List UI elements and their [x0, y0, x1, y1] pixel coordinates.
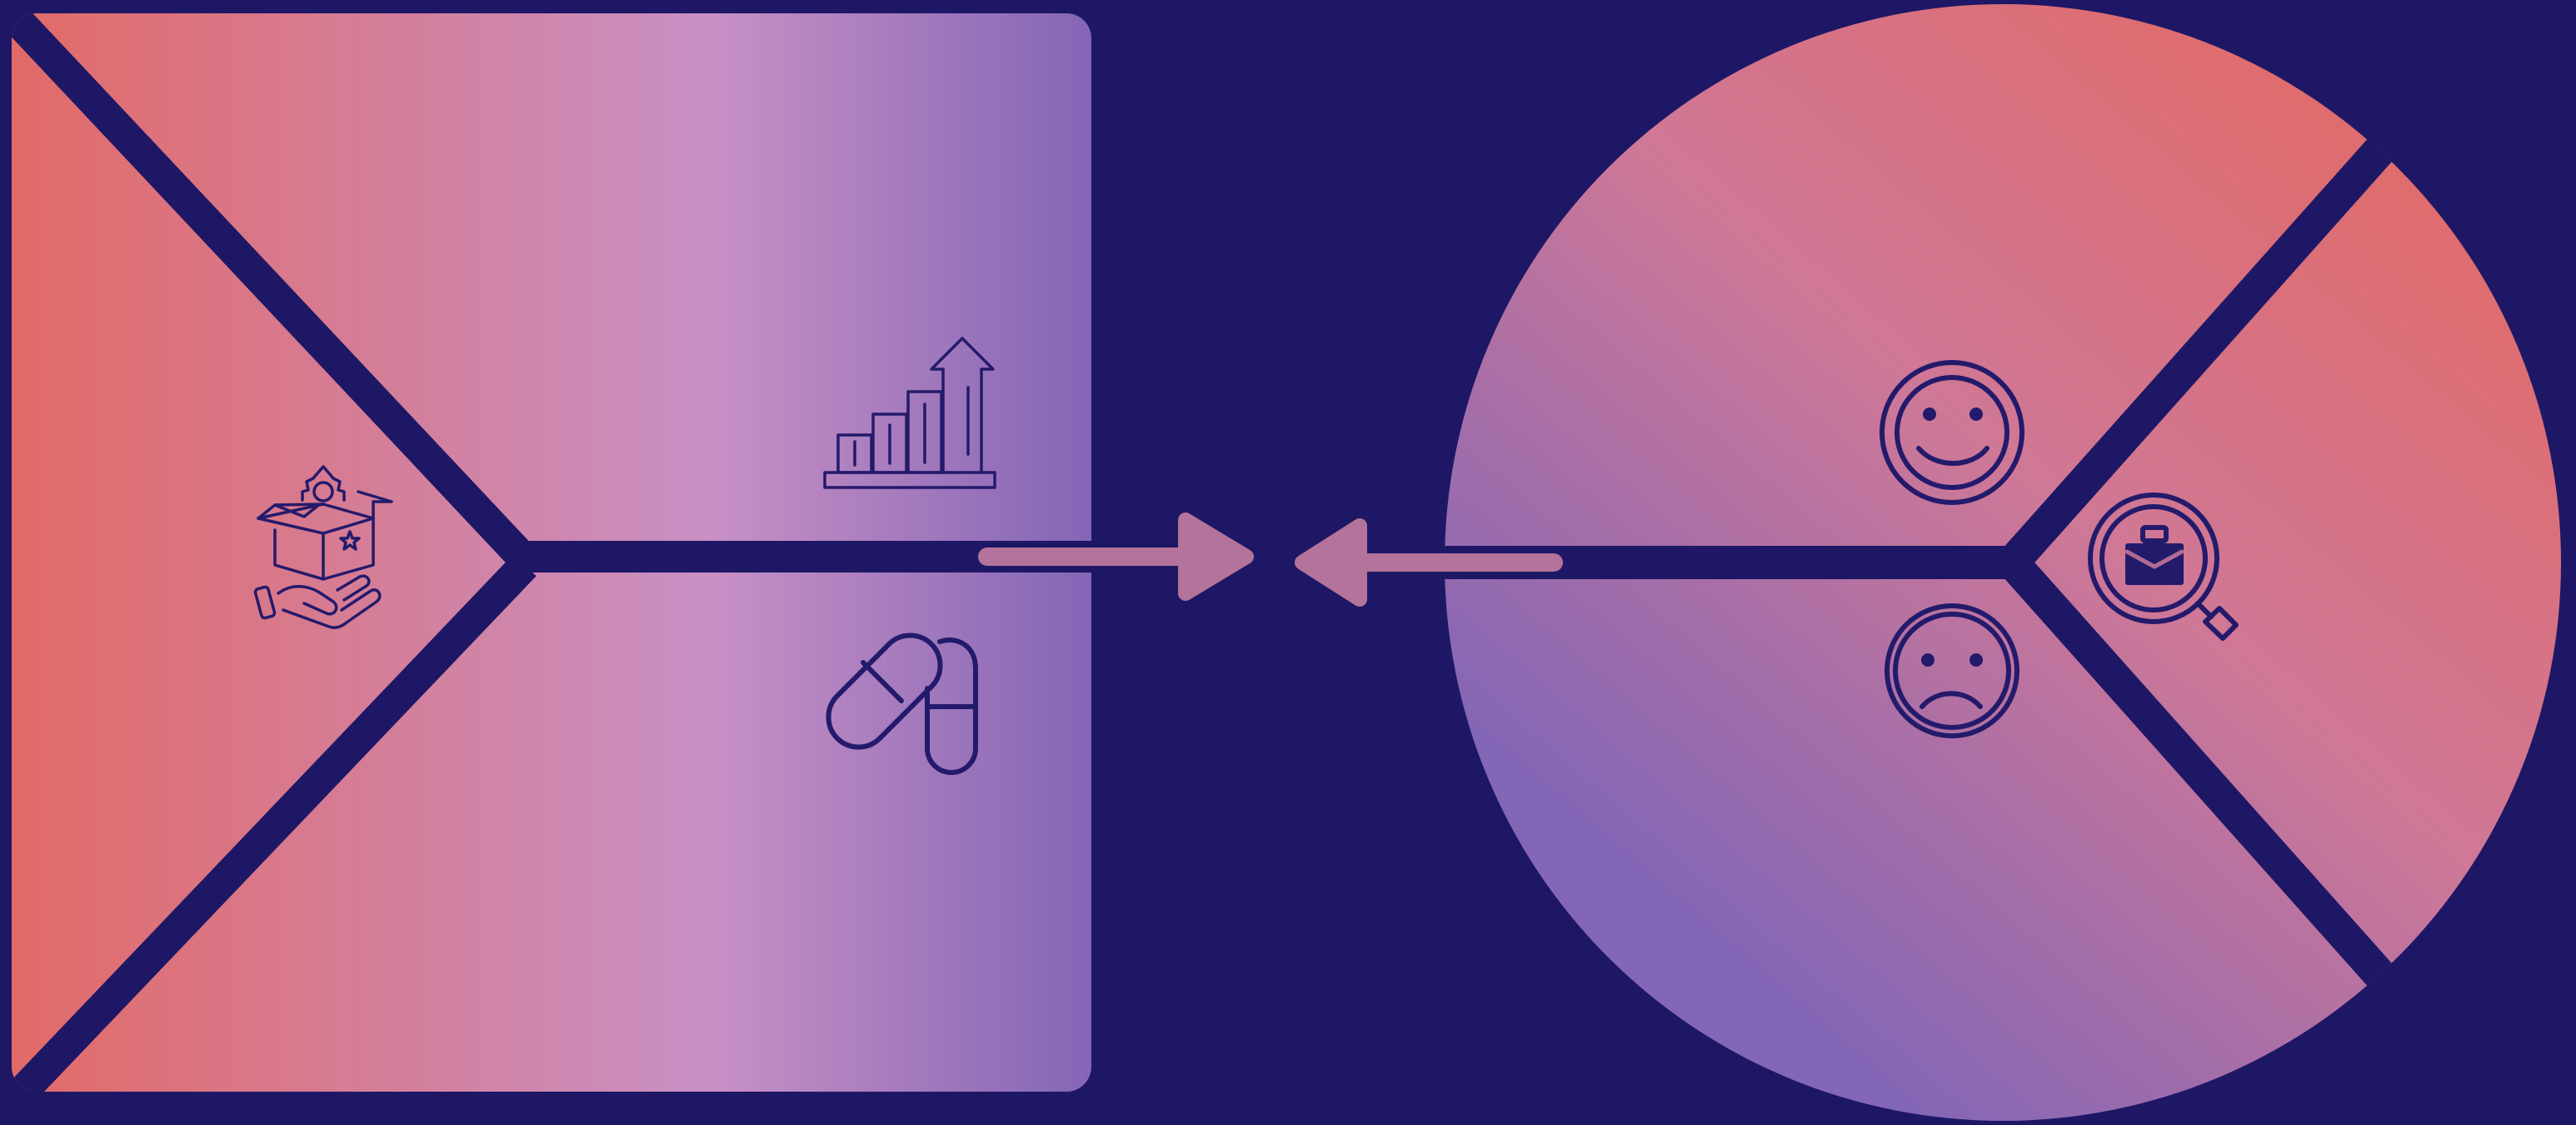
circle-divider-bottom: [2004, 555, 2404, 999]
circle-divider-top: [2004, 126, 2404, 570]
square-divider-top: [12, 13, 537, 572]
arrow-left-icon: [1295, 518, 1563, 607]
customer-profile-circle: [1445, 4, 2561, 1121]
value-proposition-square: [12, 13, 1091, 1092]
smiley-face-icon: [1880, 360, 2024, 505]
pills-icon: [826, 632, 978, 775]
sad-face-icon: [1885, 603, 2019, 738]
growth-chart-icon: [823, 337, 996, 489]
arrow-right-icon: [978, 512, 1254, 601]
product-box-icon: [253, 465, 393, 629]
job-search-icon: [2088, 492, 2239, 641]
square-divider-bottom: [12, 553, 537, 1092]
